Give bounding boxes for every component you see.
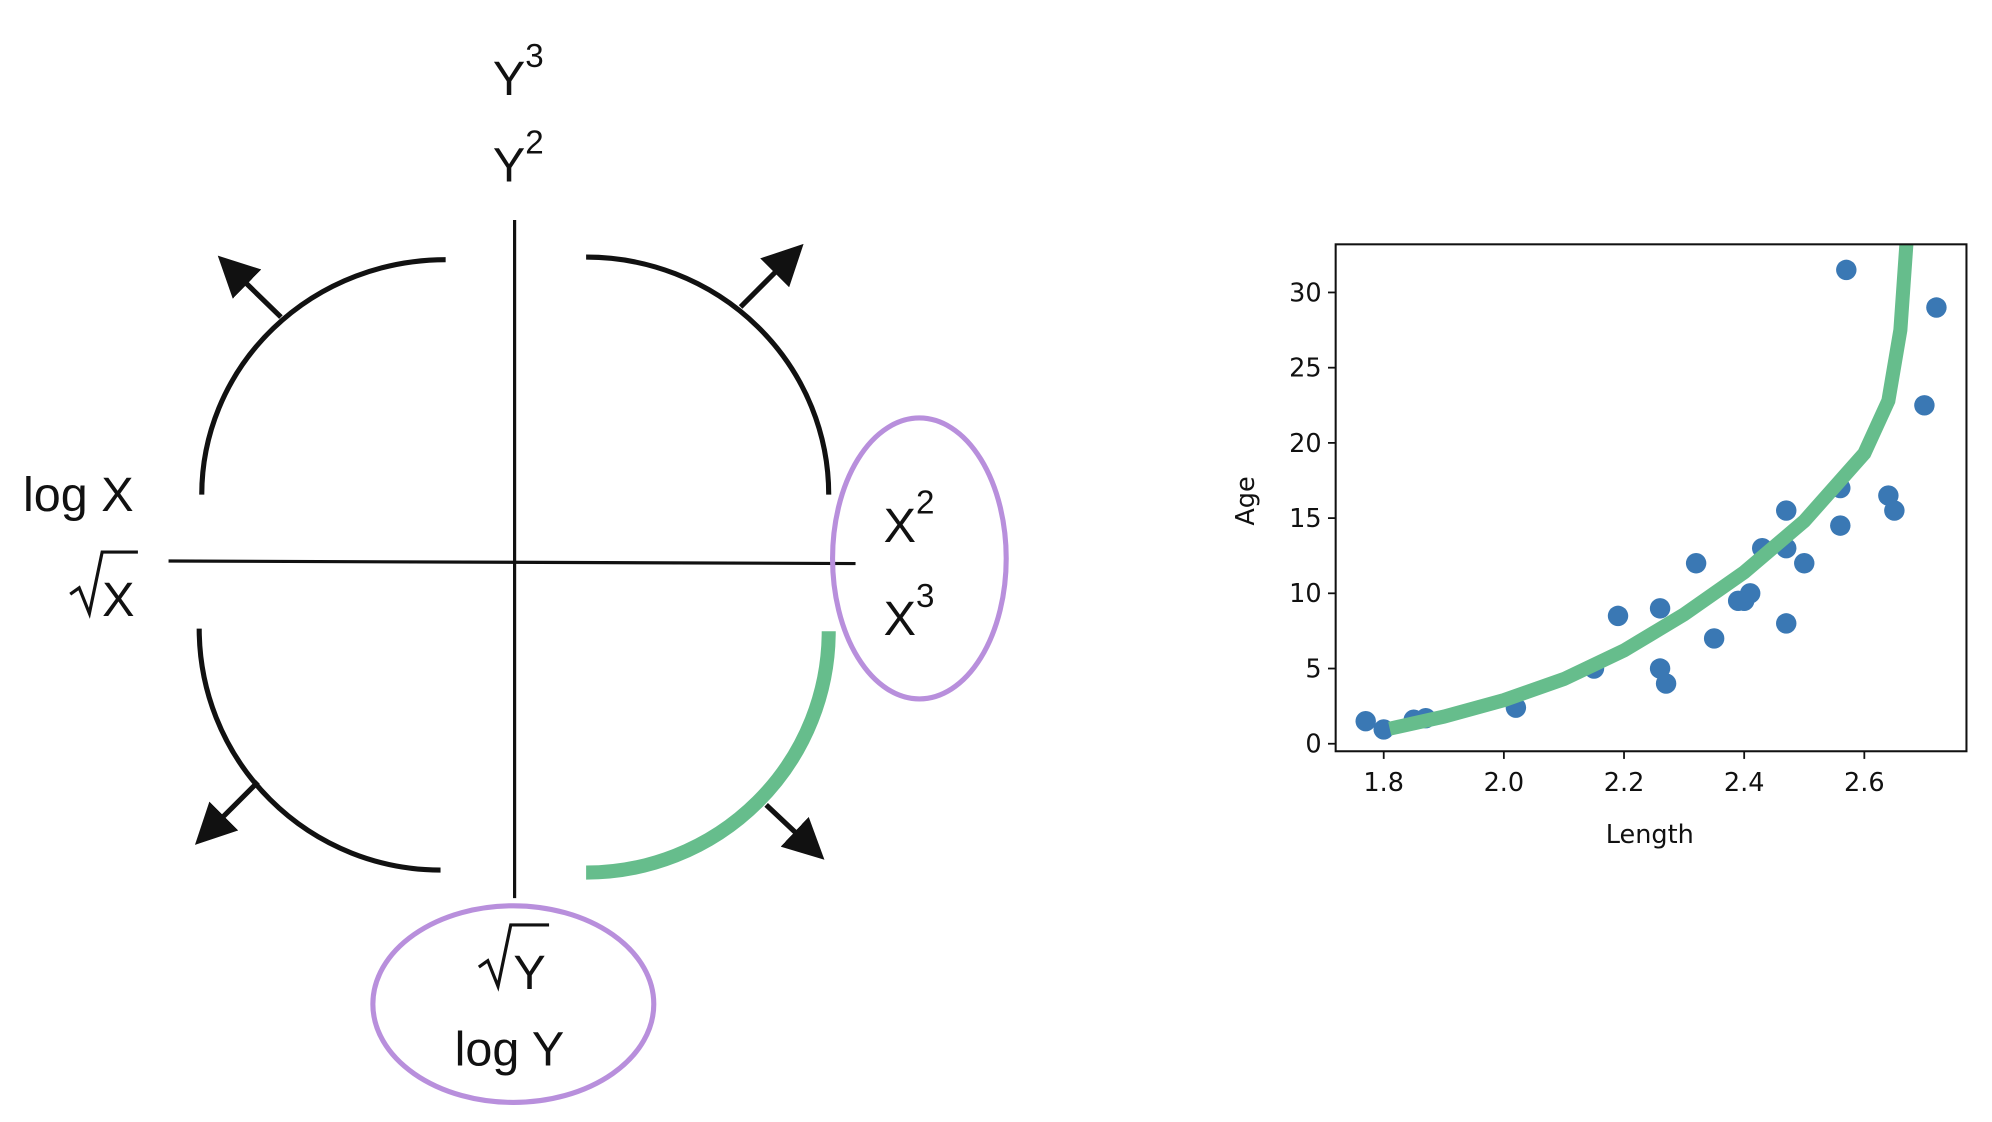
arrow-lower-left: [194, 780, 260, 845]
data-point: [1884, 500, 1905, 521]
x-tick-label: 1.8: [1363, 768, 1404, 798]
label-log-x: log X: [23, 468, 134, 522]
label-sqrt-x: X: [69, 550, 138, 627]
arc-lower-left: [196, 628, 441, 873]
data-point: [1355, 710, 1376, 732]
y-tick-label: 20: [1289, 429, 1321, 459]
arc-lower-right-highlight: [586, 631, 836, 880]
y-tick-label: 0: [1305, 730, 1321, 760]
svg-text:Y: Y: [513, 946, 545, 1000]
data-point: [1914, 395, 1935, 416]
y-axis-label: Age: [1231, 476, 1261, 525]
data-point: [1926, 297, 1947, 318]
y-tick-label: 15: [1289, 504, 1321, 534]
arrow-lower-right: [764, 803, 825, 860]
x-tick-label: 2.4: [1724, 768, 1765, 798]
fit-curve: [1388, 244, 1914, 736]
y-tick-label: 25: [1289, 354, 1321, 384]
data-point: [1685, 553, 1707, 574]
label-x3: X3: [884, 578, 935, 646]
plot-frame: [1334, 243, 1968, 753]
x-axis-label: Length: [1606, 820, 1694, 850]
data-point: [1776, 500, 1797, 521]
circle-bottom: [370, 903, 657, 1105]
points-layer: [1355, 259, 1947, 740]
arc-upper-right: [586, 254, 832, 495]
arrow-upper-right: [738, 243, 804, 309]
data-point: [1836, 259, 1857, 281]
data-point: [1649, 598, 1671, 619]
x-tick-label: 2.6: [1844, 768, 1885, 798]
label-log-y: log Y: [455, 1022, 565, 1076]
y-tick-label: 10: [1289, 579, 1321, 609]
data-point: [1830, 515, 1851, 536]
data-point: [1794, 553, 1815, 574]
x-axis-ticks: 1.8 2.0 2.2 2.4 2.6: [1363, 751, 1885, 798]
data-point: [1739, 583, 1761, 604]
x-tick-label: 2.2: [1604, 768, 1645, 798]
arrow-upper-left: [217, 255, 283, 319]
data-point: [1607, 605, 1629, 627]
arc-upper-left: [199, 257, 446, 495]
label-sqrt-y: Y: [477, 923, 550, 1000]
circle-right: [830, 415, 1009, 702]
horizontal-axis: [168, 559, 856, 566]
y-axis-ticks: 0 5 10 15 20 25 30: [1289, 278, 1336, 760]
label-x2: X2: [884, 485, 935, 553]
data-point: [1703, 628, 1725, 649]
scatter-chart: 1.8 2.0 2.2 2.4 2.6 0 5 10 15 20 25 30 Length Age: [1231, 243, 1968, 850]
label-y2: Y2: [493, 125, 544, 193]
label-y3: Y3: [493, 38, 544, 106]
x-tick-label: 2.0: [1484, 768, 1525, 798]
data-point: [1776, 613, 1797, 634]
y-tick-label: 5: [1305, 654, 1321, 684]
y-tick-label: 30: [1289, 278, 1321, 308]
bulge-diagram: Y3 Y2 log X X X2 X3 Y log Y: [23, 38, 1009, 1105]
data-point: [1655, 673, 1677, 694]
svg-text:X: X: [102, 573, 134, 627]
